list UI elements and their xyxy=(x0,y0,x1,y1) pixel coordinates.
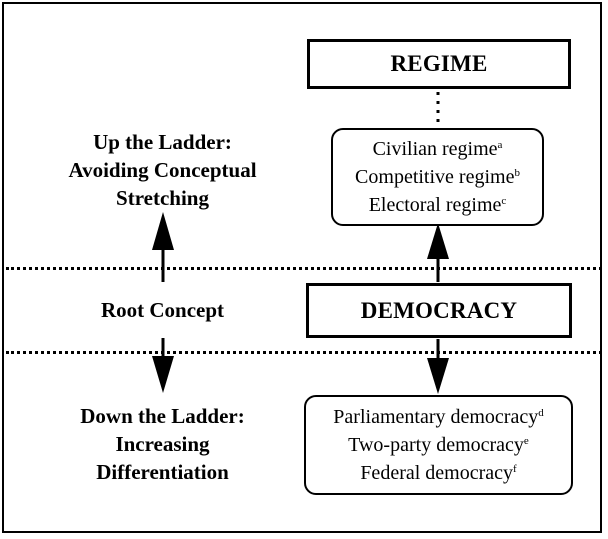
up-the-ladder-label: Up the Ladder: Avoiding Conceptual Stret… xyxy=(68,130,257,210)
down-the-ladder-label: Down the Ladder: Increasing Differentiat… xyxy=(80,404,245,484)
upper-subtypes-box: Civilian regimea Competitive regimeb Ele… xyxy=(331,128,544,226)
right-up-arrow-head xyxy=(427,223,449,259)
regime-label: REGIME xyxy=(390,51,488,76)
lower-subtypes-box: Parliamentary democracyd Two-party democ… xyxy=(304,395,573,495)
right-down-arrow-head xyxy=(427,358,449,394)
subtype-two-party-democracy: Two-party democracye xyxy=(348,434,529,456)
democracy-box: DEMOCRACY xyxy=(306,283,572,338)
upper-dotted-divider xyxy=(6,267,602,270)
subtype-competitive-regime: Competitive regimeb xyxy=(355,166,520,188)
regime-box: REGIME xyxy=(307,39,571,89)
root-concept-label: Root Concept xyxy=(100,298,225,322)
subtype-federal-democracy: Federal democracyf xyxy=(360,462,517,484)
subtype-civilian-regime: Civilian regimea xyxy=(372,138,503,160)
subtype-electoral-regime: Electoral regimec xyxy=(368,194,507,216)
left-up-arrow-head xyxy=(152,212,174,250)
democracy-label: DEMOCRACY xyxy=(360,297,518,323)
lower-dotted-divider xyxy=(6,351,602,354)
left-down-arrow-head xyxy=(152,356,174,393)
subtype-parliamentary-democracy: Parliamentary democracyd xyxy=(333,406,544,428)
